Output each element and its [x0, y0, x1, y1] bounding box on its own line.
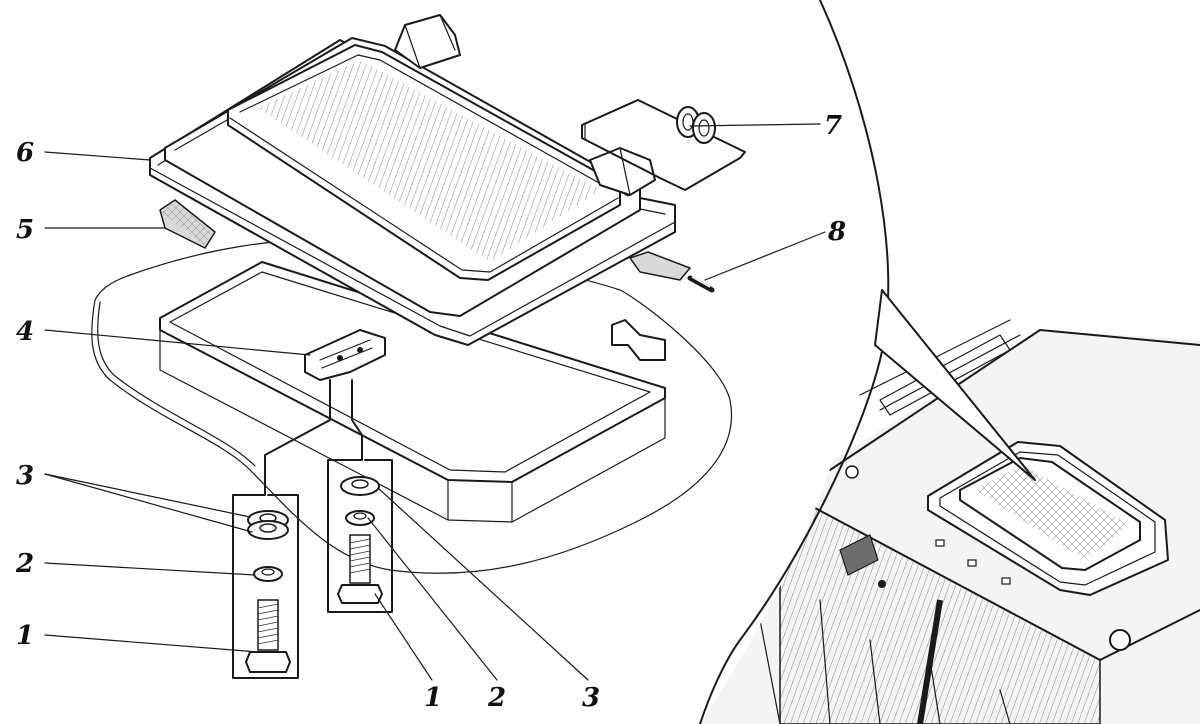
callout-1-bottom: 1 [424, 683, 442, 713]
fastener-stack-left [232, 379, 331, 679]
fastener-stack-right [327, 379, 393, 613]
bolt-right [337, 534, 383, 604]
callout-7: 7 [824, 111, 842, 141]
bus-roof-inset [699, 0, 1200, 724]
hinge-arms [394, 14, 656, 196]
callout-4: 4 [16, 317, 34, 347]
callout-6: 6 [16, 138, 34, 168]
callout-1-left: 1 [16, 621, 34, 651]
callout-2-left: 2 [15, 549, 34, 579]
callout-8: 8 [827, 217, 846, 247]
seal-strip-5 [159, 199, 691, 281]
pin-8 [687, 275, 715, 293]
callout-3-bottom: 3 [582, 683, 600, 713]
hinge-bracket-4 [304, 319, 666, 381]
leader-lines [44, 123, 826, 681]
callout-2-bottom: 2 [487, 683, 506, 713]
washer-inset-7 [581, 99, 746, 191]
callout-labels: 6 5 4 3 2 1 7 8 1 2 3 [15, 111, 846, 713]
hatch-frame [159, 261, 666, 523]
hatch-lid [164, 37, 641, 317]
callout-5: 5 [16, 215, 34, 245]
callout-3-left: 3 [16, 461, 34, 491]
bolt-left [245, 599, 291, 673]
